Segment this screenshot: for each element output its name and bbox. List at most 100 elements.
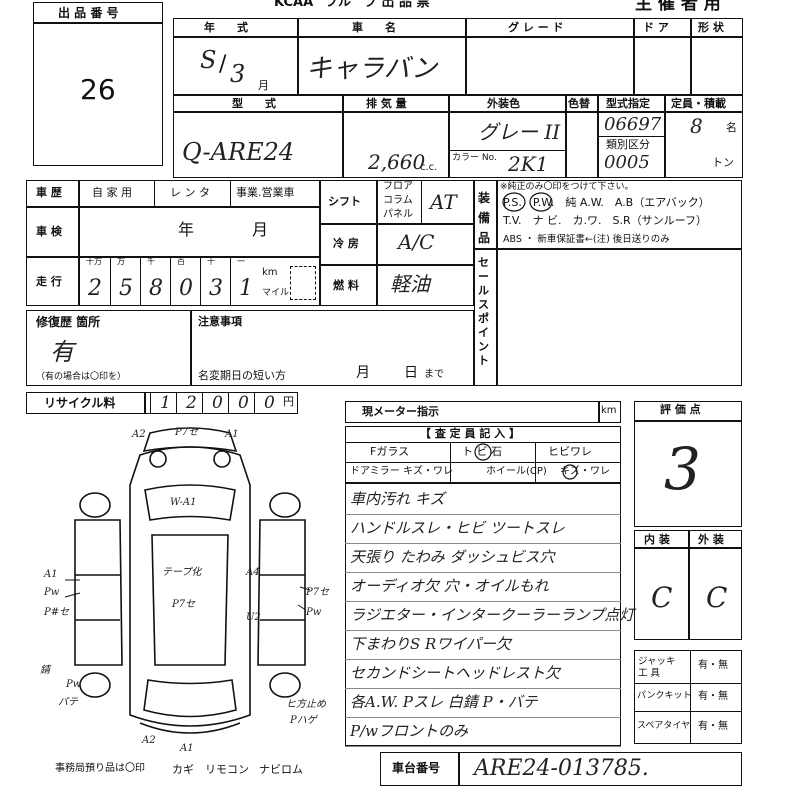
vehicle-damage-diagram: A2 P7セ A1 W-A1 テープ化 P7セ A1 Pw P#セ A4 P7セ… [40,427,330,754]
tools-box [634,650,742,744]
inspector-glass: Fガラス [370,445,410,458]
diagram-mark-right-u2: U2 [246,612,261,623]
inspector-chip-circle [474,443,492,461]
name-change-month: 月 [356,365,370,381]
inspector-chip: ト ビ 石 [462,445,502,458]
color-no-value: 2K1 [508,152,549,176]
recycle-digit: 0 [238,393,249,413]
diagram-note-stop: ヒ方止め [286,698,327,710]
diagram-note-peel: Pハゲ [289,714,319,726]
ac-label: 冷 房 [333,237,359,250]
name-change-until: まで [424,369,444,380]
inspector-note-rule [345,746,621,747]
door-label: ド ア [643,21,669,34]
exterior-label: 外 装 [698,533,724,546]
class-value: 0005 [604,152,650,173]
interior-value: C [651,581,673,614]
mileage-digit-label: 一 [237,257,245,266]
equipment-row3: ABS ・ 新車保証書←(注) 後日送りのみ [503,234,670,245]
inspector-note: ハンドルスレ・ヒビ ツートスレ [350,519,565,537]
mileage-digit-value: 5 [119,276,133,301]
jack-yes-no: 有・無 [698,660,728,671]
inspection-label: 車 検 [36,225,62,238]
year-month-unit: 月 [258,79,269,92]
exterior-value: C [706,581,728,614]
diagram-mark-right-p: P7セ [305,587,330,598]
shift-floor: フロア [383,181,413,192]
repair-label: 修復歴 箇所 [36,315,101,329]
inspector-title: 【 査 定 員 記 入 】 [420,427,520,440]
mileage-label: 走 行 [36,275,62,288]
class-label: 類別区分 [606,138,650,151]
inspector-note: ラジエター・インタークーラーランプ点灯 [350,606,635,624]
history-grid [26,180,320,306]
mileage-digit-label: 万 [117,257,125,266]
mileage-unit-checkbox[interactable] [290,266,316,300]
exterior-color-value: グレー II [478,120,561,144]
shape-label: 形 状 [698,21,724,34]
history-rental: レ ン タ [170,186,210,199]
equipment-row2: T.V. ナ ビ. カ.ワ. S.R（サンルーフ） [503,214,707,227]
meter-unit: km [601,405,617,416]
recycle-digit: 0 [264,393,275,413]
shift-panel: パネル [383,209,413,220]
equipment-pw-circle [529,192,553,212]
chassis-value: ARE24-013785. [474,756,649,781]
recycle-digit: 0 [212,393,223,413]
inspector-wheel-circle [562,464,578,480]
score-label: 評 価 点 [660,403,701,416]
recycle-digit: 2 [186,393,197,413]
recycle-unit: 円 [283,395,294,408]
diagram-mark-top-a1: A1 [224,429,239,440]
name-change-day: 日 [404,365,418,381]
equipment-side-label: 装備品 [478,191,491,245]
recycle-digit-cell: 1 [150,392,176,414]
meter-box [345,401,621,423]
diagram-mark-right-a: A4 [245,567,260,578]
mileage-digit-value: 1 [239,276,253,301]
equipment-grid [474,180,742,386]
diagram-mark-top-a2: A2 [131,429,146,440]
inspector-note-rule [345,514,621,515]
car-name-label: 車 名 [352,21,396,34]
spare-yes-no: 有・無 [698,721,728,732]
year-value: 3 [230,60,246,88]
history-label: 車 歴 [36,186,62,199]
car-name-value: キャラバン [306,54,438,84]
inspector-mirror: ドアミラー キズ・ワレ [350,466,453,477]
inspection-month-unit: 月 [252,220,269,239]
mileage-digit-label: 十 [207,257,215,266]
form-brand: KCAA [274,0,314,10]
inspector-note-rule [345,717,621,718]
recycle-label: リサイクル料 [44,396,116,410]
inspector-note-rule [345,659,621,660]
shift-value: AT [430,190,457,214]
recycle-box [26,392,298,414]
fuel-label: 燃 料 [333,279,359,292]
puncture-label: パンクキット [637,691,692,701]
spare-label: スペアタイヤ [637,721,691,731]
grade-label: グ レ ー ド [508,21,564,34]
diagram-note-rust: 錆 [40,664,52,676]
lot-number-box [33,2,163,166]
diagram-mark-right-pw: Pw [305,607,322,618]
office-item-navi: ナビロム [259,763,303,776]
chassis-label: 車台番号 [392,761,441,775]
equipment-ps-circle [502,192,526,212]
inspector-note: セカンドシートヘッドレスト欠 [350,664,561,682]
chassis-box [380,752,742,786]
lot-number-label: 出 品 番 号 [58,6,119,20]
inspector-crack: ヒビワレ [548,445,592,458]
inspector-note: 各A.W. Pスレ 白錆 P・バテ [350,693,538,711]
inspector-note: 下まわりS Rワイパー欠 [350,635,512,653]
fuel-value: 軽油 [390,272,430,296]
mileage-unit-km: km [262,267,278,278]
history-private: 自 家 用 [92,186,132,199]
inspection-year-unit: 年 [178,220,195,239]
mileage-unit-mile: マイル [262,288,290,298]
mileage-digit-value: 0 [179,276,193,301]
type-designation-value: 06697 [604,114,662,135]
